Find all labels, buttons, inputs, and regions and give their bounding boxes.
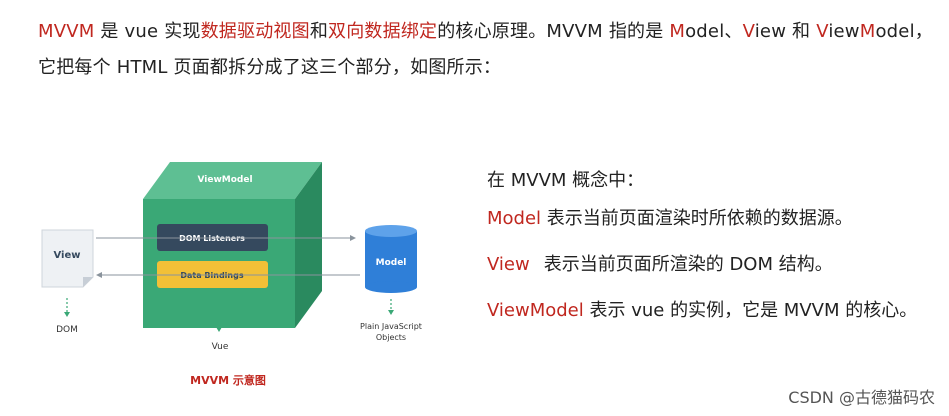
concepts-list: 在 MVVM 概念中： Model 表示当前页面渲染时所依赖的数据源。 View…	[487, 162, 937, 338]
model-connector-arrow	[388, 310, 394, 315]
letter-m: M	[859, 21, 876, 42]
view-term: View	[487, 254, 530, 275]
letter-m: M	[669, 21, 686, 42]
model-label: Model	[376, 258, 407, 268]
viewmodel-term: ViewModel	[487, 300, 584, 321]
intro-text: iew	[828, 21, 860, 42]
model-cylinder: Model	[365, 225, 417, 293]
mvvm-diagram: View DOM ViewModel DOM Listeners Data Bi…	[30, 95, 450, 395]
concept-view: View 表示当前页面所渲染的 DOM 结构。	[487, 246, 937, 292]
intro-text: 是 vue 实现	[94, 21, 201, 42]
intro-text: 的核心原理。MVVM 指的是	[437, 21, 670, 42]
view-desc: 表示当前页面所渲染的 DOM 结构。	[543, 254, 833, 275]
intro-text: 和	[309, 21, 329, 42]
intro-text: odel，	[875, 21, 933, 42]
letter-v: V	[742, 21, 755, 42]
arrow-to-view-head	[96, 272, 102, 278]
watermark: CSDN @古德猫码农	[788, 388, 935, 407]
model-caption-1: Plain JavaScript	[360, 322, 422, 331]
cube-label: ViewModel	[197, 175, 252, 185]
vue-connector-arrow	[216, 327, 222, 332]
cube-side-face	[295, 162, 322, 328]
concept-viewmodel: ViewModel 表示 vue 的实例，它是 MVVM 的核心。	[487, 292, 937, 338]
dom-caption: DOM	[56, 325, 78, 335]
term-data-driven-view: 数据驱动视图	[200, 21, 310, 42]
arrow-to-model-head	[350, 235, 356, 241]
vue-caption: Vue	[212, 342, 229, 352]
intro-line-2: 它把每个 HTML 页面都拆分成了这三个部分，如图所示：	[38, 57, 502, 78]
view-box: View	[41, 229, 94, 288]
intro-line-1: MVVM 是 vue 实现数据驱动视图和双向数据绑定的核心原理。MVVM 指的是…	[38, 14, 943, 50]
viewmodel-cube: ViewModel DOM Listeners Data Bindings	[143, 162, 322, 328]
view-connector-arrow	[64, 312, 70, 317]
concept-model: Model 表示当前页面渲染时所依赖的数据源。	[487, 200, 937, 246]
view-box-label: View	[53, 250, 80, 261]
viewmodel-desc: 表示 vue 的实例，它是 MVVM 的核心。	[583, 300, 918, 321]
model-desc: 表示当前页面渲染时所依赖的数据源。	[541, 208, 853, 229]
intro-text: odel、	[685, 21, 743, 42]
term-mvvm: MVVM	[38, 21, 95, 42]
model-caption-2: Objects	[376, 333, 406, 342]
model-term: Model	[487, 208, 542, 229]
letter-v: V	[816, 21, 829, 42]
figure-caption: MVVM 示意图	[190, 373, 266, 387]
intro-text: iew 和	[754, 21, 817, 42]
cube-top-face	[143, 162, 322, 199]
term-two-way-binding: 双向数据绑定	[328, 21, 438, 42]
mvvm-diagram-svg: View DOM ViewModel DOM Listeners Data Bi…	[41, 162, 422, 387]
concepts-heading: 在 MVVM 概念中：	[487, 170, 645, 191]
intro-paragraph: MVVM 是 vue 实现数据驱动视图和双向数据绑定的核心原理。MVVM 指的是…	[38, 14, 943, 86]
